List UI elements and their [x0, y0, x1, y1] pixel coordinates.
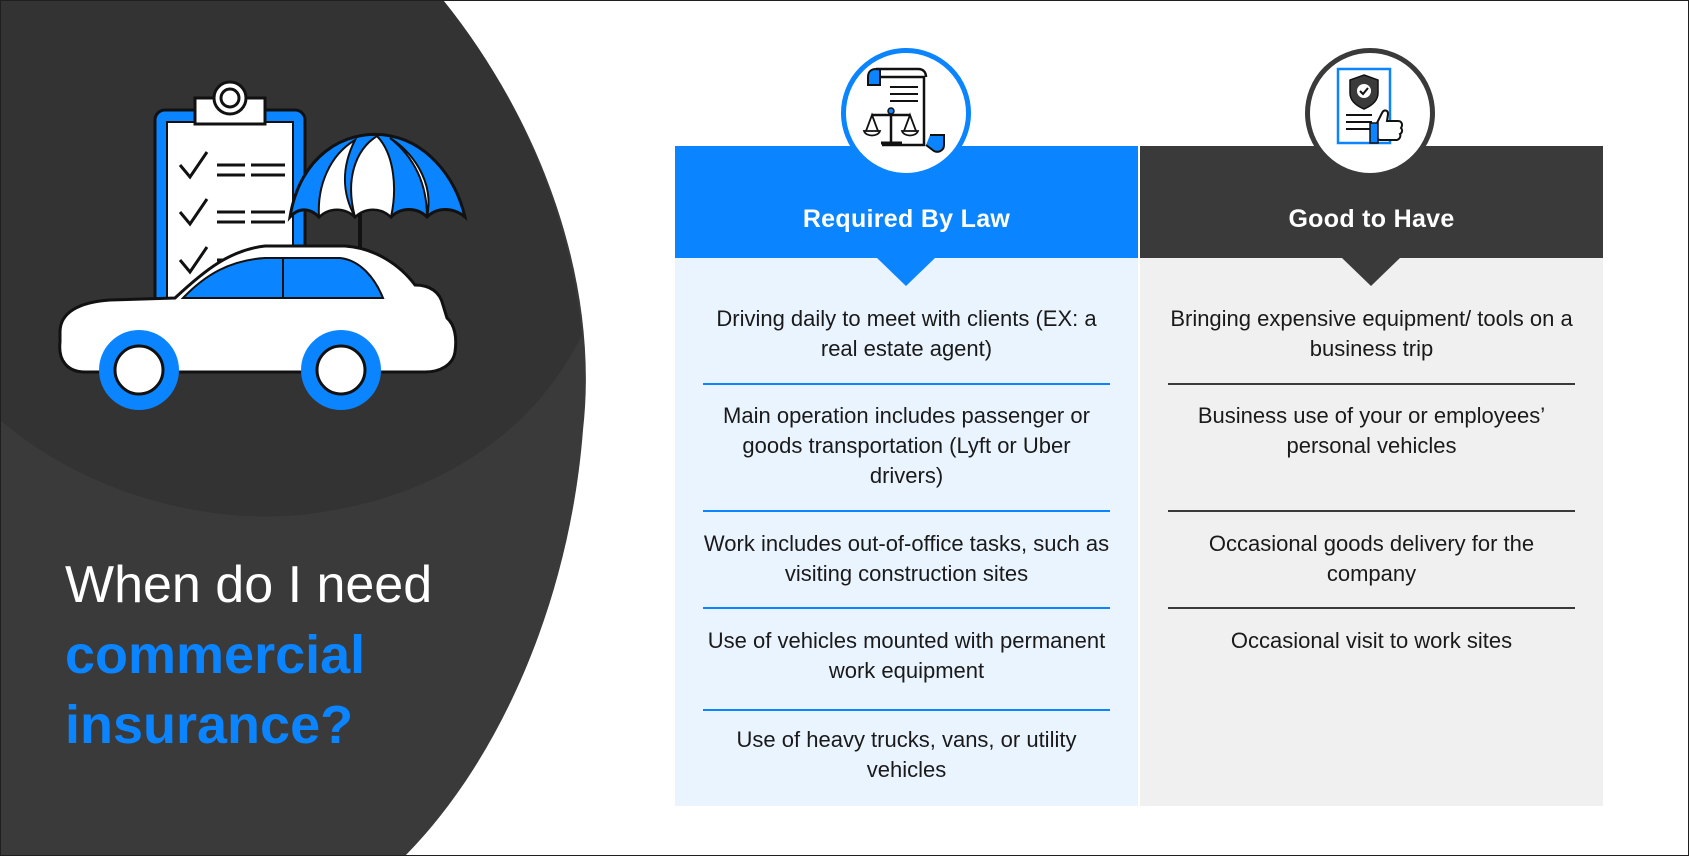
list-item: Bringing expensive equipment/ tools on a…	[1170, 306, 1573, 361]
divider	[1168, 510, 1575, 512]
list-item: Use of vehicles mounted with permanent w…	[707, 628, 1106, 683]
divider	[703, 383, 1110, 385]
divider	[703, 510, 1110, 512]
header-pointer	[877, 258, 935, 286]
divider	[1168, 383, 1575, 385]
legal-scroll-scales-icon	[841, 48, 971, 178]
title-line-3: insurance?	[65, 695, 354, 755]
list-item: Driving daily to meet with clients (EX: …	[716, 306, 1097, 361]
shield-document-thumbs-up-icon	[1305, 48, 1435, 178]
required-by-law-title: Required By Law	[802, 205, 1011, 233]
list-item: Occasional visit to work sites	[1230, 628, 1513, 653]
list-item: Occasional goods delivery for the compan…	[1208, 531, 1535, 586]
page-title: When do I need commercial insurance?	[65, 550, 565, 760]
divider	[1168, 607, 1575, 609]
clipboard-car-umbrella-icon	[58, 80, 468, 410]
list-item: Main operation includes passenger or goo…	[723, 403, 1090, 488]
good-to-have-column: Good to Have Bringing expensive equipmen…	[1140, 146, 1603, 806]
good-to-have-title: Good to Have	[1288, 205, 1455, 233]
header-pointer	[1342, 258, 1400, 286]
title-line-2: commercial	[65, 625, 366, 685]
required-by-law-column: Required By Law Driving daily to meet wi…	[675, 146, 1138, 806]
list-item: Work includes out-of-office tasks, such …	[703, 531, 1110, 586]
list-item: Use of heavy trucks, vans, or utility ve…	[736, 727, 1077, 782]
list-item: Business use of your or employees’ perso…	[1197, 403, 1546, 458]
title-line-1: When do I need	[65, 556, 433, 614]
divider	[703, 709, 1110, 711]
divider	[703, 607, 1110, 609]
